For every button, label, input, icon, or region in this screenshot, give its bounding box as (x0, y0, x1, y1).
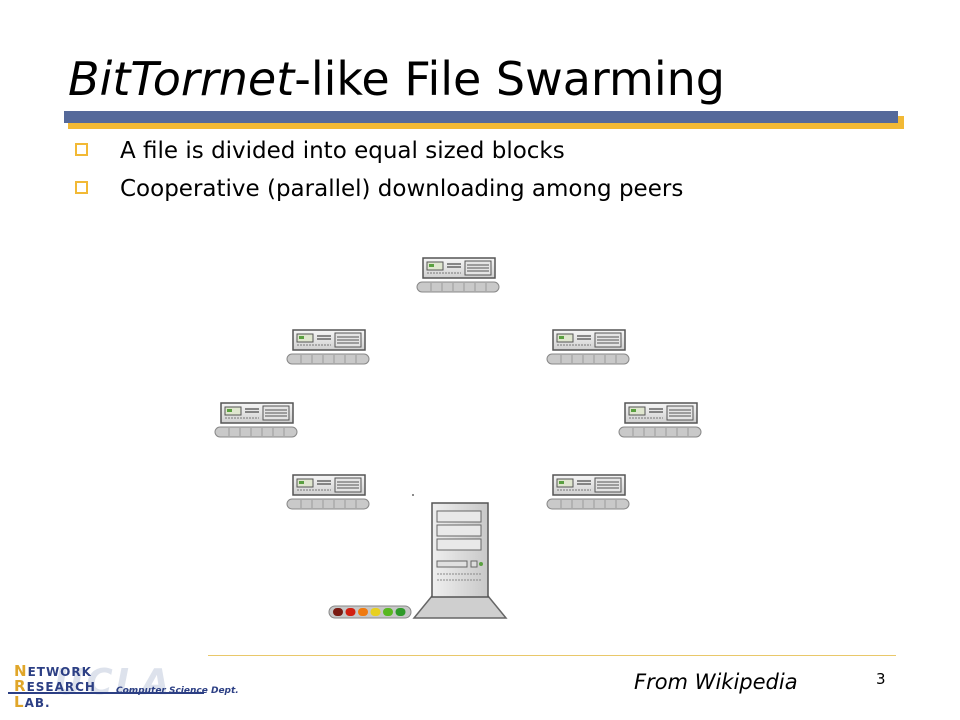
peer-computer-icon (214, 402, 298, 438)
bullet-item: Cooperative (parallel) downloading among… (75, 172, 683, 210)
progress-led-strip (328, 605, 412, 619)
logo-line-lab: LAB. (14, 693, 51, 711)
logo-watermark: UCLA (54, 662, 173, 703)
footer-divider (208, 655, 896, 656)
page-number: 3 (876, 670, 886, 688)
peer-computer-icon (286, 329, 370, 365)
status-led (395, 608, 406, 616)
peer-computer-icon (546, 329, 630, 365)
logo-line-network: NETWORK (14, 662, 92, 680)
bullet-text: Cooperative (parallel) downloading among… (120, 176, 684, 202)
bullet-list: A file is divided into equal sized block… (75, 134, 683, 210)
title-italic-part: BitTorrnet (68, 52, 295, 106)
status-led (370, 608, 381, 616)
connection-dot (412, 494, 414, 496)
peer-computer-icon (416, 257, 500, 293)
status-led (333, 608, 343, 616)
seed-server-icon (412, 502, 508, 619)
peer-computer-icon (286, 474, 370, 510)
title-underline-blue (64, 111, 898, 123)
square-bullet-icon (75, 181, 88, 194)
bullet-text: A file is divided into equal sized block… (120, 138, 565, 164)
logo-dept: Computer Science Dept. (116, 686, 239, 696)
title-rest-part: -like File Swarming (294, 52, 725, 106)
status-led (358, 608, 368, 616)
logo-rule (8, 692, 204, 694)
logo-line-research: RESEARCH (14, 677, 96, 695)
peer-computer-icon (546, 474, 630, 510)
square-bullet-icon (75, 143, 88, 156)
peer-computer-icon (618, 402, 702, 438)
status-led (345, 608, 356, 616)
status-led (383, 608, 393, 616)
nrl-ucla-logo: UCLA NETWORK RESEARCH LAB. Computer Scie… (8, 660, 239, 711)
source-credit: From Wikipedia (634, 670, 798, 694)
slide-title: BitTorrnet-like File Swarming (68, 50, 725, 108)
bullet-item: A file is divided into equal sized block… (75, 134, 683, 172)
